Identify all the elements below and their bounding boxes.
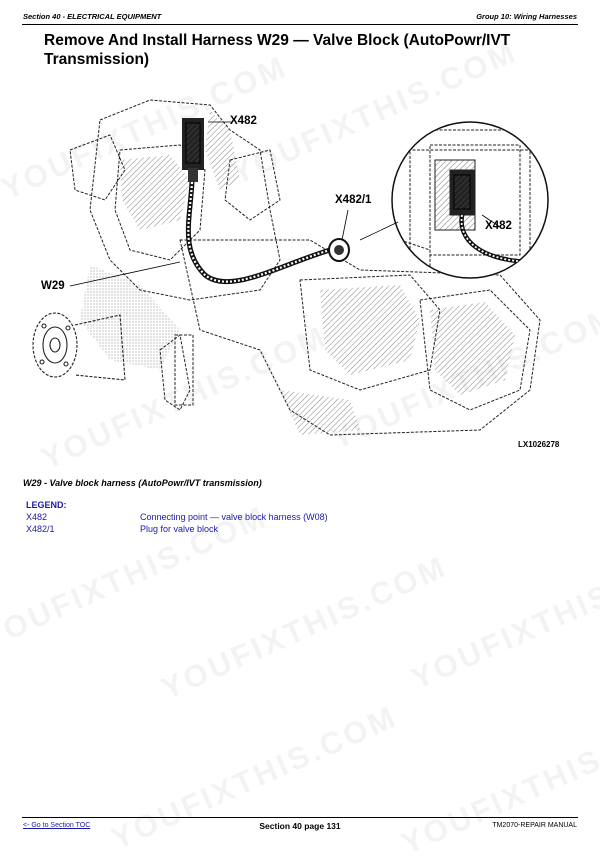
label-x482-detail: X482	[485, 220, 512, 232]
legend-description: Plug for valve block	[140, 524, 219, 534]
legend-row: X482 Connecting point — valve block harn…	[26, 511, 328, 523]
go-to-section-toc-link[interactable]: <- Go to Section TOC	[23, 822, 91, 829]
group-header: Group 10: Wiring Harnesses	[476, 12, 577, 21]
transmission-drawing	[32, 99, 549, 436]
manual-id: TM2070-REPAIR MANUAL	[492, 822, 577, 829]
legend-title: LEGEND:	[26, 500, 67, 510]
harness-illustration: X482 X482/1 W29 X482 LX1026278	[30, 90, 575, 450]
header-rule	[22, 24, 578, 25]
section-header: Section 40 - ELECTRICAL EQUIPMENT	[23, 12, 162, 21]
page-number: Section 40 page 131	[259, 821, 341, 831]
legend-row: X482/1 Plug for valve block	[26, 523, 328, 535]
watermark: YOUFIXTHIS.COM	[396, 704, 600, 862]
label-w29: W29	[41, 280, 65, 292]
page-title: Remove And Install Harness W29 — Valve B…	[44, 32, 511, 68]
footer-rule	[22, 817, 578, 818]
legend-description: Connecting point — valve block harness (…	[140, 512, 328, 522]
label-x482: X482	[230, 115, 257, 127]
watermark: YOUFIXTHIS.COM	[406, 539, 600, 698]
legend: LEGEND: X482 Connecting point — valve bl…	[26, 500, 328, 535]
figure-caption: W29 - Valve block harness (AutoPowr/IVT …	[23, 478, 262, 488]
watermark: YOUFIXTHIS.COM	[156, 549, 453, 708]
legend-code: X482	[26, 512, 48, 522]
label-x482-1: X482/1	[335, 194, 372, 206]
legend-code: X482/1	[26, 524, 55, 534]
watermark: YOUFIXTHIS.COM	[106, 699, 403, 858]
figure-id: LX1026278	[518, 440, 560, 449]
